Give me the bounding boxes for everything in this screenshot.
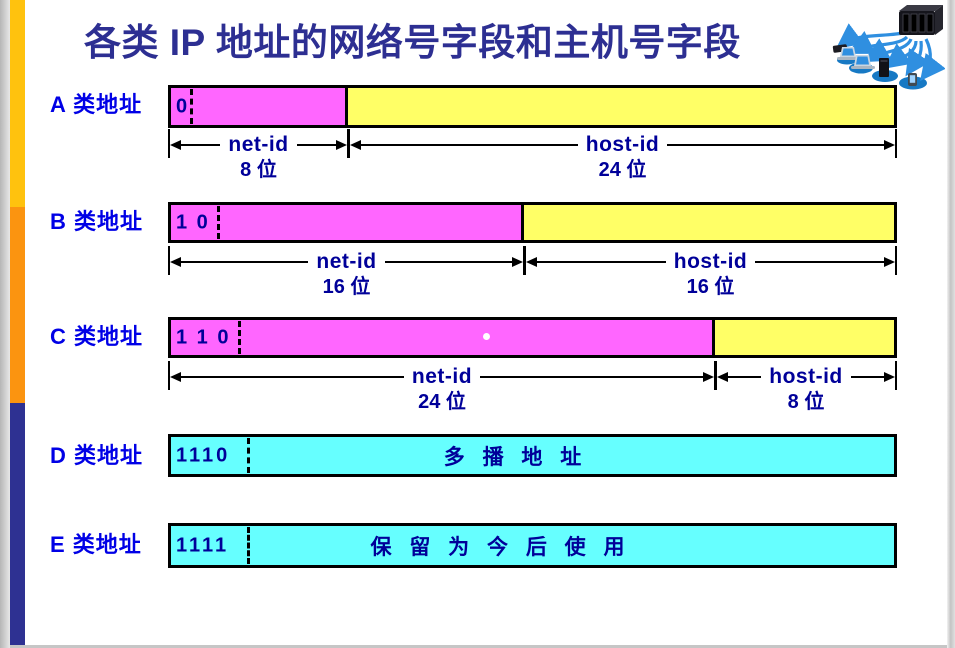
tick-mark	[895, 246, 897, 275]
arrowhead-right-icon	[336, 140, 347, 150]
bit-boundary-dashed-line	[247, 527, 250, 564]
row-label-class-e: E 类地址	[50, 532, 142, 557]
row-label-class-c: C 类地址	[50, 324, 144, 349]
class-c-address-box: 1 1 0	[168, 317, 897, 358]
tick-mark	[168, 361, 170, 390]
field-name: host-id	[585, 133, 660, 156]
arrow-line	[181, 144, 221, 146]
host-id-segment	[524, 205, 894, 240]
sidebar-accent-orange	[10, 207, 25, 403]
sidebar-accent-blue	[10, 403, 25, 648]
phone-icon	[908, 73, 917, 86]
arrowhead-left-icon	[717, 372, 728, 382]
row-label-class-d: D 类地址	[50, 443, 144, 468]
laptop-icon	[837, 47, 859, 60]
arrow-line	[384, 261, 512, 263]
arrowhead-left-icon	[170, 257, 181, 267]
field-name: net-id	[411, 365, 473, 388]
page-right-edge	[947, 0, 955, 648]
arrowhead-right-icon	[884, 372, 896, 382]
multicast-segment	[171, 437, 894, 474]
leading-bits: 1111	[176, 534, 230, 556]
host-id-segment	[348, 88, 894, 125]
page-bottom-edge	[10, 645, 947, 648]
leading-bits: 1 0	[176, 211, 210, 233]
arrow-line	[537, 261, 666, 263]
host-id-segment	[715, 320, 894, 355]
row-label-class-b: B 类地址	[50, 209, 144, 234]
slide-title: 各类 IP 地址的网络号字段和主机号字段	[84, 22, 741, 63]
bit-boundary-dashed-line	[190, 89, 193, 124]
bit-boundary-dashed-line	[247, 438, 250, 473]
sidebar-accent-yellow	[10, 0, 25, 207]
arrowhead-left-icon	[170, 140, 181, 150]
field-name: net-id	[228, 133, 289, 156]
field-size: 8 位	[787, 391, 825, 413]
arrow-line	[755, 261, 885, 263]
leading-bits: 1110	[176, 444, 231, 466]
arrow-line	[850, 376, 885, 378]
field-size: 8 位	[240, 159, 277, 181]
host-id-span-arrow: host-id 8 位	[715, 361, 897, 413]
white-dot	[483, 333, 490, 340]
laptop-icon	[851, 55, 875, 69]
net-id-segment	[171, 205, 524, 240]
net-id-segment	[171, 88, 348, 125]
tick-mark	[168, 129, 170, 158]
network-arrows	[835, 23, 945, 82]
arrowhead-right-icon	[884, 257, 896, 267]
field-name: host-id	[769, 365, 843, 388]
arrow-line	[361, 144, 578, 146]
arrow-line	[181, 376, 404, 378]
tick-mark	[895, 129, 897, 158]
class-d-address-box: 1110 多 播 地 址	[168, 434, 897, 477]
host-id-span-arrow: host-id 24 位	[348, 129, 897, 181]
page-left-edge	[0, 0, 10, 648]
net-id-span-arrow: net-id 16 位	[168, 246, 525, 298]
field-name: net-id	[316, 250, 377, 273]
arrowhead-left-icon	[170, 372, 181, 382]
leading-bits: 0	[176, 95, 190, 117]
field-size: 24 位	[418, 391, 466, 413]
reserved-label: 保 留 为 今 后 使 用	[370, 535, 631, 559]
class-a-address-box: 0	[168, 85, 897, 128]
class-e-address-box: 1111 保 留 为 今 后 使 用	[168, 523, 897, 568]
bit-boundary-dashed-line	[217, 206, 220, 239]
net-id-span-arrow: net-id 24 位	[168, 361, 716, 413]
field-size: 16 位	[686, 276, 735, 298]
bit-boundary-dashed-line	[238, 321, 241, 354]
arrowhead-right-icon	[703, 372, 714, 382]
tower-pc-icon	[879, 58, 889, 77]
field-size: 24 位	[598, 159, 647, 181]
net-id-segment	[171, 320, 715, 355]
field-name: host-id	[673, 250, 748, 273]
tick-mark	[168, 246, 170, 275]
tick-mark	[524, 246, 526, 275]
host-id-span-arrow: host-id 16 位	[524, 246, 897, 298]
tick-mark	[348, 129, 350, 158]
arrowhead-right-icon	[884, 140, 896, 150]
tick-mark	[895, 361, 897, 390]
arrow-line	[296, 144, 336, 146]
field-size: 16 位	[322, 276, 371, 298]
arrow-line	[181, 261, 309, 263]
reserved-segment	[171, 526, 894, 565]
class-b-address-box: 1 0	[168, 202, 897, 243]
multicast-label: 多 播 地 址	[443, 445, 588, 469]
leading-bits: 1 1 0	[176, 326, 231, 348]
network-devices-illustration	[832, 5, 945, 90]
arrow-line	[667, 144, 885, 146]
server-icon	[899, 5, 943, 35]
row-label-class-a: A 类地址	[50, 92, 143, 117]
tick-mark	[715, 361, 717, 390]
net-id-span-arrow: net-id 8 位	[168, 129, 349, 181]
arrow-line	[728, 376, 762, 378]
arrowhead-left-icon	[350, 140, 361, 150]
arrowhead-left-icon	[526, 257, 537, 267]
arrowhead-right-icon	[512, 257, 523, 267]
arrow-line	[480, 376, 703, 378]
